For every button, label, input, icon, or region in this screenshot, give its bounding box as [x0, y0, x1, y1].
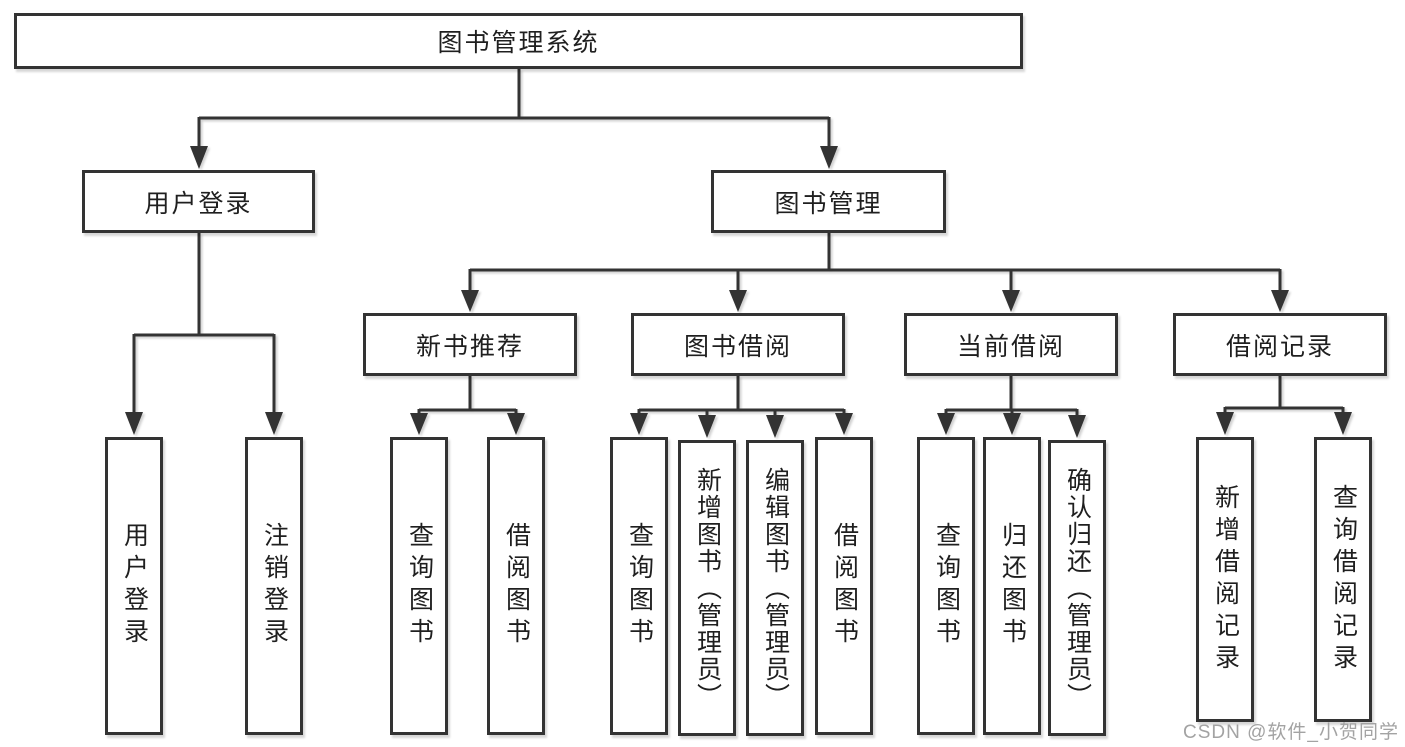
- leaf-borrow-books-recommend: 借阅图书: [487, 437, 545, 735]
- node-current-borrowing: 当前借阅: [904, 313, 1118, 376]
- leaf-logout: 注销登录: [245, 437, 303, 735]
- leaf-query-books-current: 查询图书: [917, 437, 975, 735]
- leaf-add-borrow-record: 新增借阅记录: [1196, 437, 1254, 722]
- leaf-query-books-borrowing: 查询图书: [610, 437, 668, 735]
- node-book-management: 图书管理: [711, 170, 946, 233]
- leaf-query-borrow-record: 查询借阅记录: [1314, 437, 1372, 722]
- node-borrowing-records: 借阅记录: [1173, 313, 1387, 376]
- leaf-user-login: 用户登录: [105, 437, 163, 735]
- node-new-book-recommend: 新书推荐: [363, 313, 577, 376]
- node-book-borrowing: 图书借阅: [631, 313, 845, 376]
- leaf-add-books-admin: 新增图书（管理员）: [678, 440, 736, 736]
- leaf-borrow-books: 借阅图书: [815, 437, 873, 735]
- csdn-watermark: CSDN @软件_小贺同学: [1183, 722, 1399, 743]
- leaf-confirm-return-admin: 确认归还（管理员）: [1048, 440, 1106, 736]
- node-user-login: 用户登录: [82, 170, 315, 233]
- node-library-management-system: 图书管理系统: [14, 13, 1023, 69]
- leaf-query-books-recommend: 查询图书: [390, 437, 448, 735]
- leaf-return-books: 归还图书: [983, 437, 1041, 735]
- leaf-edit-books-admin: 编辑图书（管理员）: [746, 440, 804, 736]
